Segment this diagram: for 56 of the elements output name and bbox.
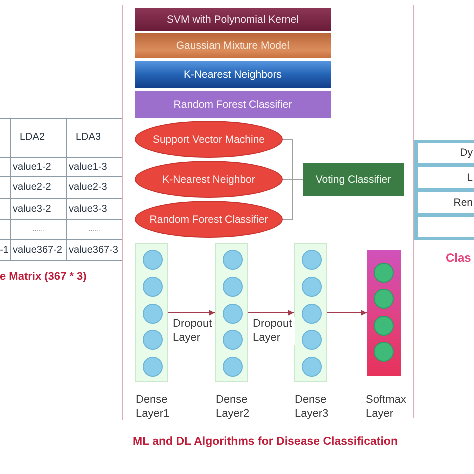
neuron-circle bbox=[374, 289, 394, 310]
neuron-circle bbox=[302, 250, 322, 270]
neuron-circle bbox=[142, 304, 162, 324]
neuron-circle bbox=[302, 304, 322, 324]
neuron-circle bbox=[222, 304, 242, 324]
arrow bbox=[168, 310, 216, 316]
algorithm-box: K-Nearest Neighbors bbox=[135, 61, 331, 88]
voting-box: Voting Classifier bbox=[303, 163, 404, 196]
connector-line bbox=[282, 179, 304, 220]
classifier-ellipse: Support Vector Machine bbox=[135, 121, 283, 158]
table-cell: -1 bbox=[0, 240, 11, 261]
panel-caption: Clas bbox=[446, 250, 472, 266]
neuron-circle bbox=[222, 276, 242, 297]
algorithm-box: Random Forest Classifier bbox=[135, 91, 331, 118]
neuron-circle bbox=[374, 263, 394, 283]
neuron-circle bbox=[374, 316, 394, 336]
neuron-circle bbox=[302, 276, 322, 297]
table-cell: value1-3 bbox=[67, 158, 122, 177]
table-cell: value1-2 bbox=[11, 158, 67, 177]
panel-caption: e Matrix (367 * 3) bbox=[0, 270, 87, 285]
neuron-circle bbox=[222, 330, 242, 350]
layer-label: Dense Layer3 bbox=[295, 393, 330, 421]
column-header: LDA3 bbox=[67, 118, 122, 158]
table-cell: value3-2 bbox=[11, 199, 67, 220]
category-box: Dy bbox=[418, 143, 474, 163]
category-box: Ren bbox=[418, 192, 474, 213]
table-cell: value3-3 bbox=[67, 199, 122, 220]
table-cell: value367-3 bbox=[67, 240, 122, 261]
algorithm-box: SVM with Polynomial Kernel bbox=[135, 8, 331, 31]
classifier-ellipse: Random Forest Classifier bbox=[135, 201, 283, 238]
panel-caption: ML and DL Algorithms for Disease Classification bbox=[133, 435, 398, 450]
layer-label: Dense Layer1 bbox=[136, 393, 171, 421]
category-panel bbox=[414, 140, 474, 240]
arrow bbox=[248, 310, 294, 316]
layer-label: Dense Layer2 bbox=[216, 393, 251, 421]
neuron-circle bbox=[142, 357, 162, 377]
neuron-circle bbox=[142, 250, 162, 270]
layer-label: Softmax Layer bbox=[366, 393, 408, 421]
table-cell: value2-3 bbox=[67, 177, 122, 199]
edge-label: Dropout Layer bbox=[253, 317, 295, 345]
table-cell: value367-2 bbox=[11, 240, 67, 261]
neuron-circle bbox=[302, 357, 322, 377]
algorithm-box: Gaussian Mixture Model bbox=[135, 33, 331, 58]
neuron-circle bbox=[142, 330, 162, 350]
neuron-circle bbox=[222, 250, 242, 270]
neuron-circle bbox=[374, 342, 394, 362]
category-box: L bbox=[418, 167, 474, 188]
table-cell: value2-2 bbox=[11, 177, 67, 199]
arrow bbox=[326, 310, 368, 316]
neuron-circle bbox=[302, 330, 322, 350]
neuron-circle bbox=[222, 357, 242, 377]
neuron-circle bbox=[142, 276, 162, 297]
classifier-ellipse: K-Nearest Neighbor bbox=[135, 161, 283, 198]
category-box bbox=[418, 217, 474, 237]
column-header: LDA2 bbox=[11, 118, 67, 158]
edge-label: Dropout Layer bbox=[173, 317, 215, 345]
